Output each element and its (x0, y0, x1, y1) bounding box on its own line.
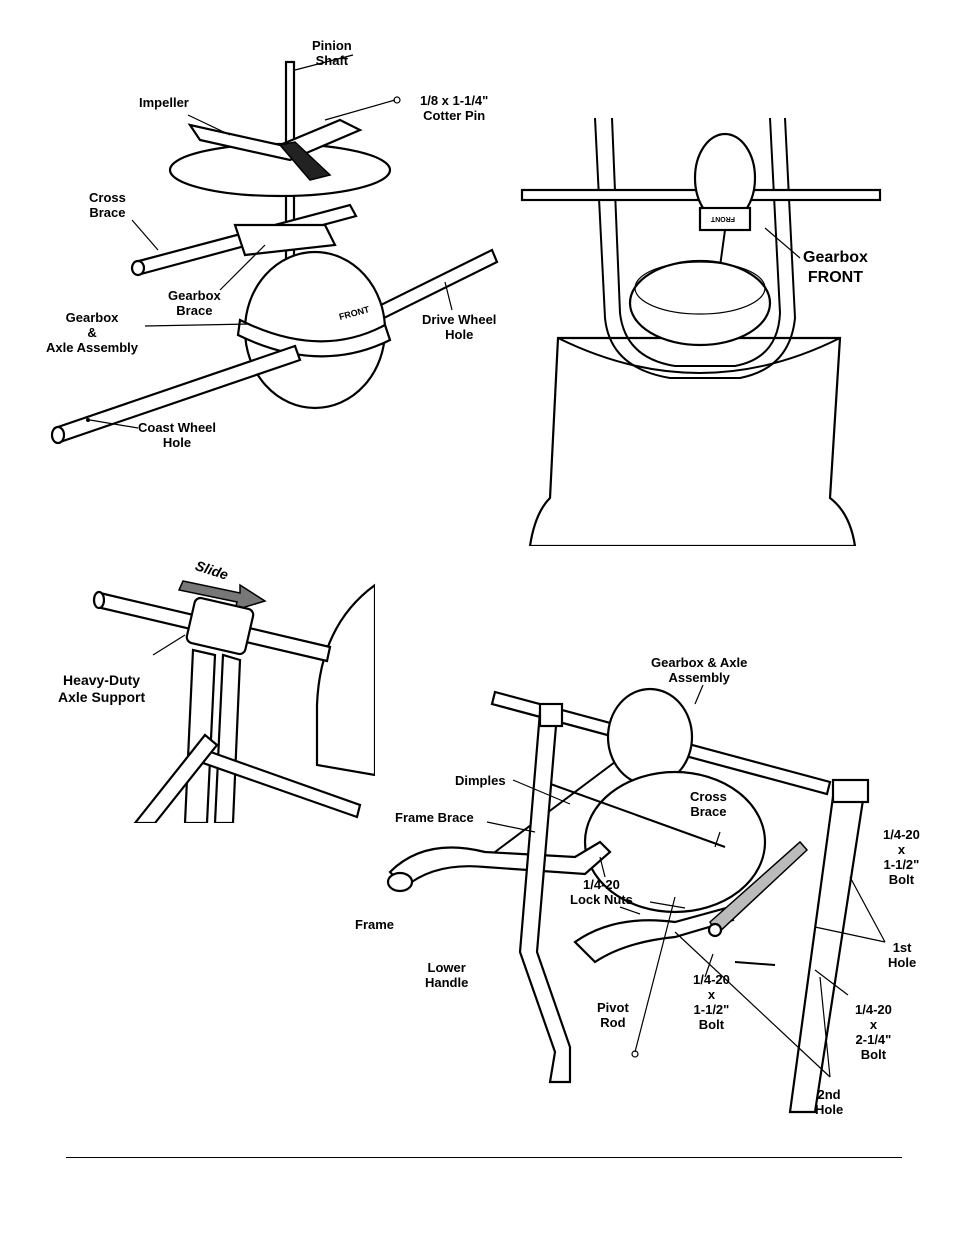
label-lock-nuts: 1/4-20 Lock Nuts (570, 877, 633, 907)
label-pivot-rod: Pivot Rod (597, 1000, 629, 1030)
label-cross-brace: Cross Brace (690, 789, 727, 819)
frame-left (388, 840, 612, 889)
cotter-pin (324, 99, 396, 121)
label-cotter-pin: 1/8 x 1-1/4" Cotter Pin (420, 93, 489, 123)
gearbox-housing (606, 687, 694, 787)
label-impeller: Impeller (139, 95, 189, 110)
impeller-disc (628, 259, 772, 347)
label-gearbox-axle: Gearbox & Axle Assembly (651, 655, 748, 685)
figure-axle-support: Slide Heavy-Duty Axle Support (55, 555, 375, 823)
lower-handle-right (788, 780, 867, 1114)
label-second-hole: 2nd Hole (815, 1087, 844, 1117)
frame-right (573, 905, 735, 964)
label-bolt-mid: 1/4-20 x 1-1/2" Bolt (693, 972, 730, 1032)
hopper (528, 336, 857, 546)
label-gearbox-axle: Gearbox & Axle Assembly (46, 310, 139, 355)
frame-brace (494, 761, 616, 853)
label-lower-handle: Lower Handle (425, 960, 469, 990)
label-bolt-right-bottom: 1/4-20 x 2-1/4" Bolt (855, 1002, 892, 1062)
label-axle-support: Heavy-Duty Axle Support (58, 672, 146, 705)
handle-frame (594, 118, 797, 379)
gearbox-brace (233, 223, 337, 257)
figure-gearbox-front: FRONT Gearbox FRONT (520, 118, 882, 546)
label-pinion-shaft: Pinion Shaft (312, 38, 352, 68)
figure-impeller-gearbox: FRONT Pinion Shaft Impeller 1/8 x 1-1/4"… (40, 30, 520, 470)
axle-support (185, 596, 255, 656)
label-frame: Frame (355, 917, 395, 932)
label-gearbox-front: Gearbox FRONT (803, 249, 868, 286)
slide-arrow (177, 580, 267, 612)
label-bolt-right-top: 1/4-20 x 1-1/2" Bolt (883, 827, 920, 887)
label-coast-wheel-hole: Coast Wheel Hole (138, 420, 217, 450)
label-gearbox-brace: Gearbox Brace (168, 288, 221, 318)
label-first-hole: 1st Hole (888, 940, 917, 970)
footer-rule (66, 1157, 902, 1158)
bolt (734, 961, 776, 966)
lower-handle-left (518, 710, 572, 1084)
figure-frame-assembly: Gearbox & Axle Assembly Dimples Cross Br… (345, 652, 935, 1132)
gearbox-front-stamp: FRONT (710, 215, 735, 222)
handle-leg-left (183, 648, 217, 823)
impeller-ring (583, 770, 767, 914)
label-dimples: Dimples (455, 773, 506, 788)
label-cross-brace: Cross Brace (89, 190, 126, 220)
pivot-rod (634, 896, 676, 1053)
label-drive-wheel-hole: Drive Wheel Hole (422, 312, 497, 342)
label-frame-brace: Frame Brace (395, 810, 474, 825)
